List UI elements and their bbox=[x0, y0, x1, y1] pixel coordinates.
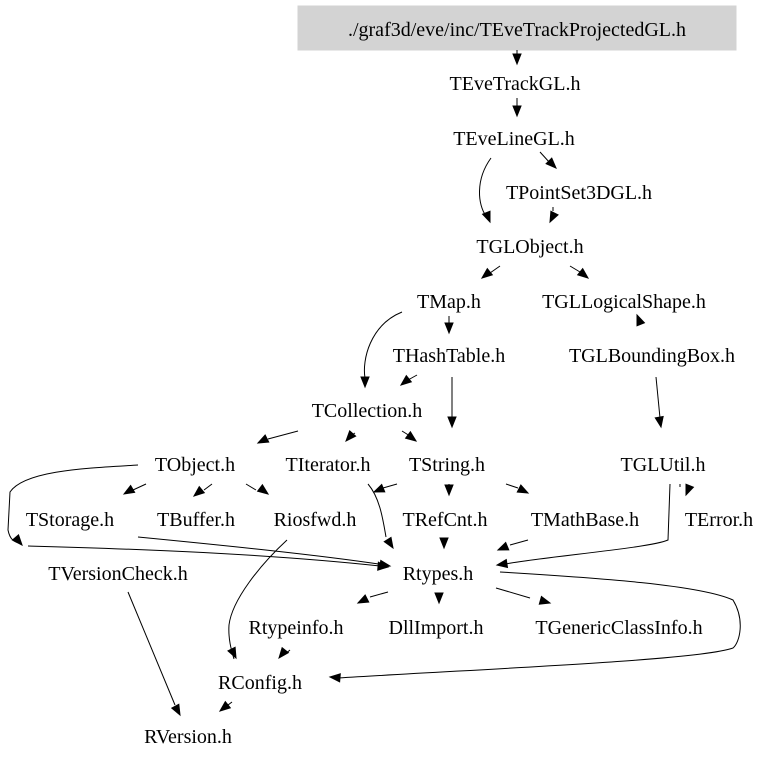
edge-TVersionCheck-to-RVersion bbox=[127, 591, 176, 706]
node-RConfig[interactable]: RConfig.h bbox=[218, 672, 302, 694]
arrowhead-icon bbox=[447, 416, 457, 429]
node-TBuffer[interactable]: TBuffer.h bbox=[157, 509, 235, 531]
node-Riosfwd[interactable]: Riosfwd.h bbox=[274, 509, 357, 531]
arrowhead-icon bbox=[538, 595, 552, 605]
arrowhead-icon bbox=[545, 157, 557, 169]
node-TError[interactable]: TError.h bbox=[685, 509, 753, 531]
node-TGenericClassInfo[interactable]: TGenericClassInfo.h bbox=[535, 617, 702, 639]
arrowhead-icon bbox=[549, 210, 559, 224]
node-TStorage[interactable]: TStorage.h bbox=[26, 509, 114, 531]
arrowhead-icon bbox=[256, 483, 270, 495]
node-THashTable[interactable]: THashTable.h bbox=[393, 345, 505, 367]
arrowhead-icon bbox=[356, 594, 370, 604]
arrowhead-icon bbox=[227, 646, 237, 660]
edge-TGLBoundingBox-to-TGLUtil bbox=[655, 376, 661, 419]
node-TGLObject[interactable]: TGLObject.h bbox=[476, 236, 583, 258]
arrowhead-icon bbox=[383, 536, 394, 550]
node-TIterator[interactable]: TIterator.h bbox=[286, 454, 371, 476]
arrowhead-icon bbox=[496, 541, 510, 551]
arrowhead-icon bbox=[345, 430, 357, 443]
arrowhead-icon bbox=[512, 53, 522, 66]
edge-Rtypes-to-Rtypeinfo bbox=[369, 591, 389, 598]
node-TGLLogicalShape[interactable]: TGLLogicalShape.h bbox=[542, 291, 706, 313]
edge-TStorage-to-Rtypes bbox=[137, 536, 386, 566]
arrowhead-icon bbox=[516, 484, 530, 494]
arrowhead-icon bbox=[192, 485, 206, 497]
arrowhead-icon bbox=[444, 322, 454, 335]
arrowhead-icon bbox=[360, 376, 370, 389]
arrowhead-icon bbox=[11, 533, 23, 547]
root-node-box[interactable] bbox=[297, 5, 737, 51]
node-TMathBase[interactable]: TMathBase.h bbox=[531, 509, 639, 531]
node-root[interactable]: ./graf3d/eve/inc/TEveTrackProjectedGL.h bbox=[348, 19, 686, 41]
arrowhead-icon bbox=[378, 559, 392, 569]
node-TPointSet3DGL[interactable]: TPointSet3DGL.h bbox=[506, 182, 652, 204]
node-Rtypeinfo[interactable]: Rtypeinfo.h bbox=[249, 617, 344, 639]
edge-TString-to-TMathBase bbox=[505, 483, 519, 489]
node-TEveLineGL[interactable]: TEveLineGL.h bbox=[453, 128, 575, 150]
edge-TObject-to-Riosfwd bbox=[245, 483, 257, 491]
node-TVersionCheck[interactable]: TVersionCheck.h bbox=[48, 563, 187, 585]
arrowhead-icon bbox=[444, 484, 454, 497]
edge-Rtypes-to-RConfig bbox=[337, 571, 741, 679]
edge-TGLObject-to-TMap bbox=[489, 265, 501, 274]
arrowhead-icon bbox=[636, 313, 646, 327]
arrowhead-icon bbox=[122, 484, 136, 495]
arrowhead-icon bbox=[512, 105, 522, 118]
edge-TEveLineGL-to-TGLObject bbox=[479, 157, 492, 217]
arrowhead-icon bbox=[170, 703, 181, 717]
node-TCollection[interactable]: TCollection.h bbox=[312, 400, 423, 422]
arrowhead-icon bbox=[685, 483, 695, 497]
node-TObject[interactable]: TObject.h bbox=[155, 454, 235, 476]
edge-TGLUtil-to-Rtypes bbox=[504, 483, 671, 565]
edge-RConfig-to-RVersion bbox=[227, 701, 233, 706]
edge-TMap-to-TCollection bbox=[363, 311, 403, 379]
edge-TGLObject-to-TGLLogicalShape bbox=[569, 265, 581, 273]
node-TEveTrackGL[interactable]: TEveTrackGL.h bbox=[450, 73, 581, 95]
arrowhead-icon bbox=[480, 267, 494, 279]
edge-Riosfwd-to-RConfig bbox=[228, 539, 288, 660]
edge-TObject-to-TStorage bbox=[132, 483, 147, 491]
arrowhead-icon bbox=[278, 646, 290, 660]
edge-Rtypes-to-TGenericClassInfo bbox=[495, 587, 531, 599]
arrowhead-icon bbox=[328, 673, 341, 683]
edges bbox=[7, 50, 741, 717]
node-RVersion[interactable]: RVersion.h bbox=[144, 726, 232, 748]
node-DllImport[interactable]: DllImport.h bbox=[389, 617, 484, 639]
edge-TObject-to-TBuffer bbox=[203, 483, 213, 491]
arrowhead-icon bbox=[218, 700, 232, 712]
node-TGLUtil[interactable]: TGLUtil.h bbox=[621, 454, 706, 476]
edge-TObject-to-TVersionCheck bbox=[7, 464, 139, 545]
arrowhead-icon bbox=[404, 430, 418, 442]
node-TString[interactable]: TString.h bbox=[409, 454, 485, 476]
edge-TObject-to-Rtypes bbox=[27, 545, 381, 567]
arrowhead-icon bbox=[495, 558, 509, 569]
arrowhead-icon bbox=[372, 483, 386, 493]
edge-TCollection-to-TObject bbox=[267, 430, 299, 440]
arrowhead-icon bbox=[399, 374, 413, 386]
edge-TString-to-Rtypes bbox=[367, 483, 387, 538]
node-TGLBoundingBox[interactable]: TGLBoundingBox.h bbox=[569, 345, 735, 367]
node-labels: ./graf3d/eve/inc/TEveTrackProjectedGL.hT… bbox=[26, 19, 753, 748]
arrowhead-icon bbox=[439, 537, 449, 550]
arrowhead-icon bbox=[654, 415, 664, 429]
arrowhead-icon bbox=[481, 210, 491, 224]
edge-TString-to-Riosfwd bbox=[382, 483, 398, 489]
node-TRefCnt[interactable]: TRefCnt.h bbox=[403, 509, 488, 531]
arrowhead-icon bbox=[434, 592, 444, 605]
edge-TMathBase-to-Rtypes bbox=[509, 539, 529, 546]
arrowhead-icon bbox=[576, 267, 590, 279]
arrowhead-icon bbox=[256, 434, 270, 444]
node-Rtypes[interactable]: Rtypes.h bbox=[403, 563, 474, 585]
node-TMap[interactable]: TMap.h bbox=[417, 291, 481, 313]
